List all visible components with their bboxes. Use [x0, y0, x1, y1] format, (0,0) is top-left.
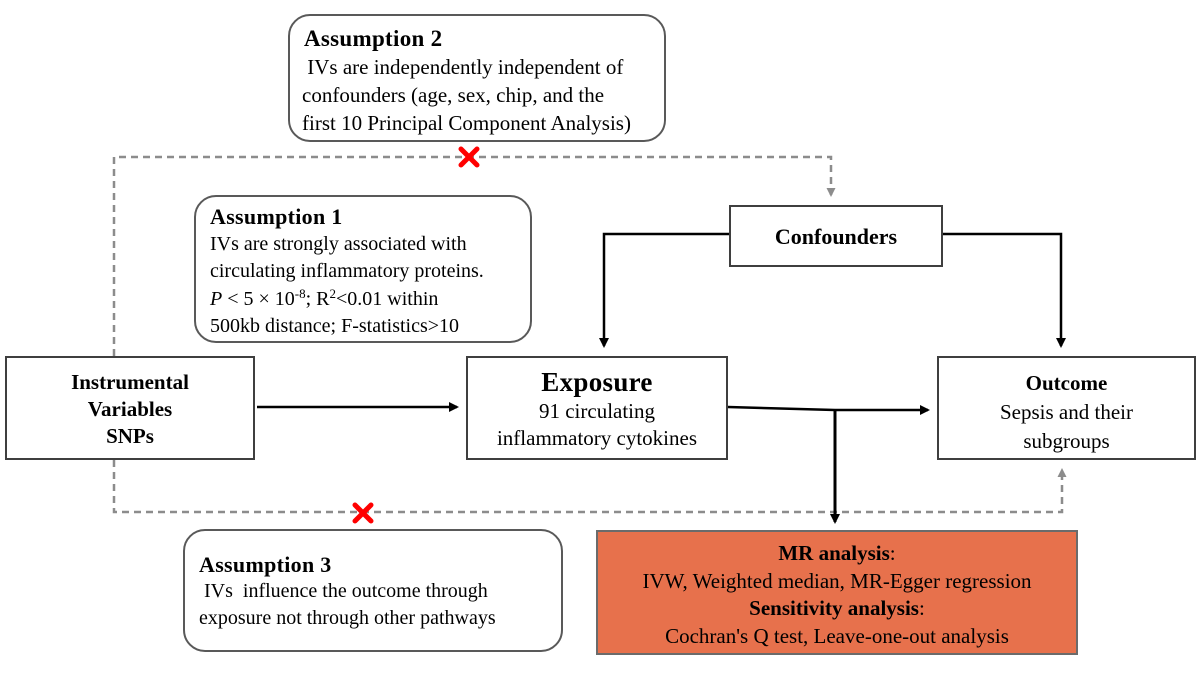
mr-heading-line: MR analysis:: [778, 541, 896, 565]
confounders-box: Confounders: [729, 205, 943, 267]
confounders-to-outcome-arrow: [943, 232, 1066, 348]
assumption1-text: IVs are strongly associated with: [210, 232, 467, 255]
assumption1-threshold: P < 5 × 10-8; R2<0.01 within: [210, 285, 439, 310]
violation-x-icon: [458, 146, 480, 168]
assumption1-text: circulating inflammatory proteins.: [210, 260, 484, 282]
assumption2-text: confounders (age, sex, chip, and the: [302, 83, 605, 107]
exposure-text: 91 circulating: [538, 399, 656, 423]
assumption2-text: IVs are independently independent of: [302, 55, 624, 79]
assumption2-text: first 10 Principal Component Analysis): [302, 111, 631, 135]
exposure-text: inflammatory cytokines: [496, 426, 698, 450]
assumption1-heading: Assumption 1: [210, 204, 343, 229]
assumption3-text: exposure not through other pathways: [199, 607, 496, 629]
p-exponent: -8: [294, 285, 306, 301]
assumption1-box: Assumption 1 IVs are strongly associated…: [194, 195, 532, 343]
mr-analysis-box: MR analysis: IVW, Weighted median, MR-Eg…: [596, 530, 1078, 655]
assumption2-box: Assumption 2 IVs are independently indep…: [288, 14, 666, 142]
confounders-to-exposure-arrow: [599, 232, 729, 348]
mr-methods: IVW, Weighted median, MR-Egger regressio…: [642, 568, 1032, 593]
outcome-box: Outcome Sepsis and their subgroups: [937, 356, 1196, 460]
assumption1-text: 500kb distance; F-statistics>10: [210, 315, 460, 337]
exposure-box: Exposure 91 circulating inflammatory cyt…: [466, 356, 728, 460]
violation-x-icon: [352, 502, 374, 524]
assumption3-dashed-path: [112, 460, 1067, 514]
exposure-title: Exposure: [541, 367, 653, 397]
outcome-text: Sepsis and their: [1000, 400, 1133, 424]
outcome-text: subgroups: [1023, 429, 1110, 453]
sensitivity-heading-line: Sensitivity analysis:: [749, 596, 925, 620]
assumption3-heading: Assumption 3: [199, 552, 332, 577]
assumption3-text: IVs influence the outcome through: [199, 580, 488, 602]
r-squared-sup: 2: [329, 285, 337, 301]
exposure-to-outcome-arrow: [727, 405, 930, 415]
p-symbol: P: [210, 287, 223, 310]
assumption3-box: Assumption 3 IVs influence the outcome t…: [183, 529, 563, 652]
assumption2-heading: Assumption 2: [304, 26, 443, 51]
sensitivity-tests: Cochran's Q test, Leave-one-out analysis: [665, 623, 1009, 648]
instrumental-variables-box: Instrumental Variables SNPs: [5, 356, 255, 460]
outcome-title: Outcome: [1025, 371, 1108, 395]
